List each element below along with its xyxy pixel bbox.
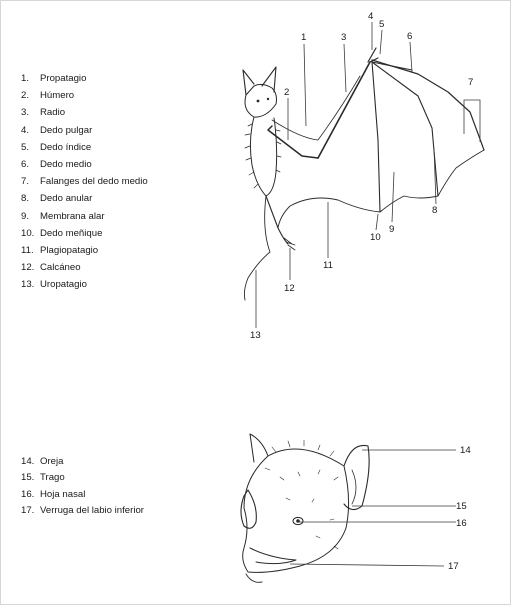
- callout-13: 13: [250, 330, 261, 341]
- callout-8: 8: [432, 205, 437, 216]
- callout-16: 16: [456, 518, 467, 529]
- bat-head-illustration: [241, 434, 369, 582]
- callout-1: 1: [301, 32, 306, 43]
- callout-2: 2: [284, 87, 289, 98]
- head-callout-lines: [290, 450, 456, 566]
- callout-3: 3: [341, 32, 346, 43]
- bat-body-illustration: [243, 48, 484, 300]
- callout-5: 5: [379, 19, 384, 30]
- callout-17: 17: [448, 561, 459, 572]
- callout-7: 7: [468, 77, 473, 88]
- callout-14: 14: [460, 445, 471, 456]
- callout-labels: 1 2 3 4 5 6 7 8 9 10 11 12 13 14 15 16 1…: [250, 11, 473, 572]
- callout-11: 11: [323, 260, 333, 271]
- callout-12: 12: [284, 283, 295, 294]
- callout-6: 6: [407, 31, 412, 42]
- callout-4: 4: [368, 11, 374, 22]
- callout-15: 15: [456, 501, 467, 512]
- callout-9: 9: [389, 224, 394, 235]
- callout-10: 10: [370, 232, 381, 243]
